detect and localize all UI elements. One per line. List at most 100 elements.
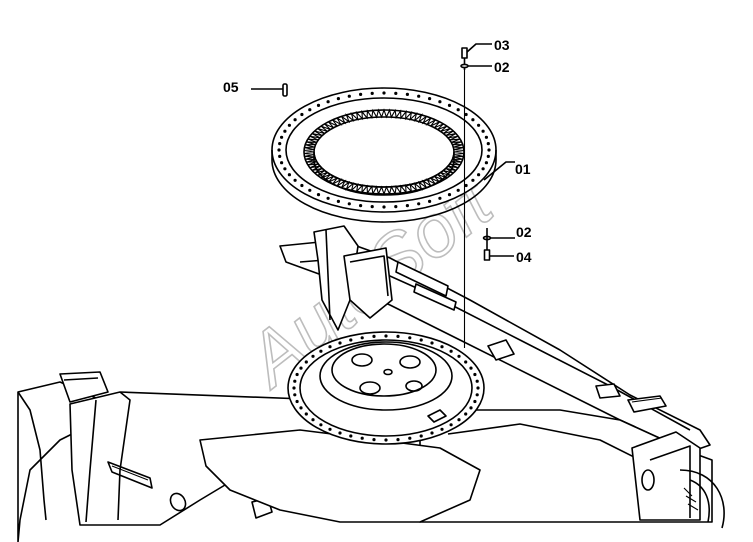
slewing-ring-bolt-hole [382, 205, 386, 209]
slewing-ring-bolt-hole [283, 129, 287, 133]
slewing-ring-bolt-hole [417, 94, 421, 98]
slewing-ring-bolt-hole [287, 123, 291, 127]
slewing-ring-bolt-hole [293, 178, 297, 182]
hub-hole-1 [351, 353, 373, 367]
callout-02-top: 02 [468, 59, 510, 75]
slewing-ring-bolt-hole [394, 205, 398, 209]
bearing-seat-bolt-hole [419, 338, 423, 342]
bearing-seat-bolt-hole [384, 438, 388, 442]
bearing-seat-bolt-hole [473, 399, 477, 404]
right-end-box [631, 431, 701, 521]
bearing-seat-bolt-hole [396, 334, 400, 338]
slewing-ring-gear-face [313, 151, 455, 196]
slewing-ring-bolt-hole [405, 204, 409, 208]
slewing-ring-bolt-hole [300, 112, 304, 117]
slewing-ring-bolt-hole [370, 205, 374, 209]
right-arm-hatch [683, 487, 699, 511]
hub-hole-3 [359, 381, 381, 395]
slewing-ring-bolt-hole [308, 188, 312, 192]
bearing-seat-bolt-hole [408, 336, 412, 340]
left-arm-slot-teeth [111, 465, 149, 481]
slewing-ring-bolt-hole [287, 173, 291, 177]
slewing-ring-bolt-hole [316, 103, 321, 107]
callout-label-03: 03 [494, 37, 510, 53]
slewing-ring-bolt-hole [336, 199, 340, 203]
slewing-ring-bolt-hole [326, 100, 330, 104]
callout-05: 05 [223, 79, 283, 95]
left-arm-slot [107, 461, 153, 489]
bearing-seat-bolt-hole [311, 354, 315, 358]
bearing-seat-bolt-hole [299, 406, 303, 410]
hub-hole-2 [399, 355, 421, 369]
bearing-seat-bolt-hole [293, 393, 297, 397]
slewing-ring-bolt-hole [486, 154, 490, 158]
bolt-04 [482, 228, 492, 261]
slewing-ring-bolt-hole [447, 103, 452, 107]
bearing-seat-bolt-hole [430, 431, 434, 435]
slewing-ring-bolt-hole [293, 118, 297, 122]
slewing-ring-bolt-hole [428, 199, 432, 203]
slewing-ring [271, 87, 497, 223]
bearing-seat-bolt-hole [299, 366, 303, 370]
callout-label-01: 01 [515, 161, 531, 177]
slewing-ring-bolt-hole [300, 183, 304, 188]
slewing-ring-bolt-hole [283, 167, 287, 171]
bearing-seat-bolt-hole [328, 427, 332, 431]
slewing-ring-bolt-hole [347, 202, 351, 206]
bearing-seat-bolt-hole [295, 372, 299, 377]
bearing-seat-bolt-hole [338, 341, 342, 345]
bearing-seat-bolt-hole [449, 423, 453, 427]
bearing-seat-bolt-hole [396, 438, 400, 442]
slewing-ring-thickness [271, 150, 497, 160]
callout-01: 01 [483, 161, 531, 181]
bearing-seat-bolt-hole [473, 372, 477, 377]
slewing-ring-bolt-hole [359, 92, 363, 96]
slewing-ring-bolt-hole [481, 129, 485, 133]
slewing-ring-lower-edge [271, 159, 497, 223]
callout-03: 03 [466, 37, 510, 53]
left-arm-hole [169, 492, 187, 512]
bearing-seat-bolt-hole [419, 434, 423, 438]
bearing-seat-bolt-hole [476, 386, 480, 390]
slewing-ring-bolt-hole [456, 188, 460, 192]
right-curved-arm [679, 469, 725, 529]
bolt-03-head [461, 47, 468, 59]
bearing-seat-bolt-hole [293, 379, 297, 383]
right-end-hole [641, 469, 655, 491]
slewing-ring-bolt-circle [285, 97, 483, 203]
slewing-ring-bolt-hole [359, 204, 363, 208]
callout-label-05: 05 [223, 79, 239, 95]
right-rib-line [631, 397, 663, 403]
slewing-ring-bolt-hole [456, 108, 460, 112]
slewing-ring-bolt-hole [438, 100, 442, 104]
bearing-seat-bolt-hole [457, 418, 461, 422]
slewing-ring-bolt-hole [464, 112, 468, 117]
front-left-arm-inner-edge [117, 391, 131, 521]
slewing-ring-bolt-hole [417, 202, 421, 206]
bearing-seat-bolt-hole [349, 338, 353, 342]
bearing-seat-bolt-hole [449, 349, 453, 353]
left-plate-edge [17, 391, 47, 521]
slewing-ring-bolt-hole [280, 135, 284, 139]
rear-post-box-inner [349, 255, 389, 297]
slewing-ring-bolt-hole [405, 92, 409, 96]
slewing-ring-bolt-hole [477, 173, 481, 177]
bearing-seat-bolt-hole [457, 354, 461, 358]
front-left-arm-edge [85, 399, 97, 523]
rear-post-edge [325, 229, 331, 321]
bearing-seat-bolt-hole [464, 412, 468, 416]
bearing-seat-bolt-hole [292, 386, 296, 390]
bearing-seat-bolt-hole [475, 379, 479, 383]
bearing-seat-bolt-hole [372, 334, 376, 338]
rear-post-box [343, 247, 393, 319]
right-rib [627, 395, 667, 413]
slewing-ring-bolt-hole [438, 196, 442, 200]
slewing-ring-bolt-hole [316, 193, 321, 197]
callout-04: 04 [490, 249, 532, 265]
slewing-ring-bolt-hole [278, 154, 282, 158]
bearing-seat-bolt-hole [295, 399, 299, 404]
bearing-seat-ring [299, 339, 473, 437]
pin-05-body [282, 83, 288, 97]
bearing-seat [287, 331, 485, 445]
